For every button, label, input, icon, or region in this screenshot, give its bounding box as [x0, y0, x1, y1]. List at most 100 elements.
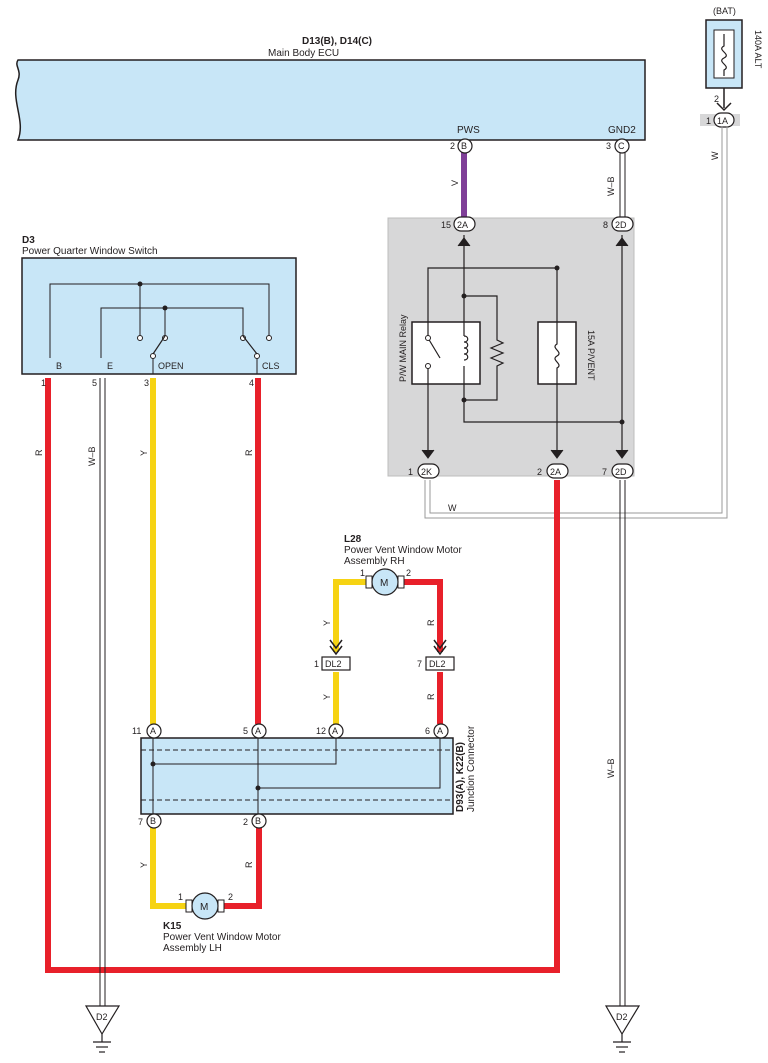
- svg-text:2: 2: [714, 94, 719, 104]
- ground-left: D2: [84, 1005, 121, 1053]
- switch-name: Power Quarter Window Switch: [22, 246, 158, 257]
- svg-text:6: 6: [425, 726, 430, 736]
- svg-text:2: 2: [450, 141, 455, 151]
- svg-text:7: 7: [602, 467, 607, 477]
- power-quarter-window-switch: D3 Power Quarter Window Switch B E OPEN …: [21, 235, 297, 388]
- ground-right: D2: [604, 1005, 641, 1053]
- svg-text:11: 11: [132, 726, 141, 736]
- ecu-connectors: 2 B 3 C: [450, 138, 630, 154]
- svg-text:12: 12: [316, 726, 326, 736]
- svg-text:OPEN: OPEN: [158, 361, 184, 371]
- svg-text:Y: Y: [322, 620, 332, 626]
- svg-text:L28: L28: [344, 534, 362, 545]
- svg-text:DL2: DL2: [325, 659, 342, 669]
- junction-code: D93(A), K22(B): [455, 742, 466, 812]
- ecu-terminal-pws: PWS: [457, 125, 480, 136]
- svg-text:W: W: [448, 503, 457, 513]
- svg-text:3: 3: [606, 141, 611, 151]
- connector-1a: 1A: [717, 116, 728, 126]
- svg-text:Power Vent Window Motor: Power Vent Window Motor: [344, 545, 462, 556]
- resistor-icon: [489, 334, 505, 370]
- svg-text:1: 1: [314, 659, 319, 669]
- switch-code: D3: [22, 235, 35, 246]
- svg-text:W–B: W–B: [606, 176, 616, 196]
- motor-rh: L28 Power Vent Window Motor Assembly RH …: [314, 534, 462, 671]
- svg-text:CLS: CLS: [262, 361, 280, 371]
- fuse-name: 15A P/VENT: [586, 330, 596, 381]
- relay-box: P/W MAIN Relay 15A P/VENT: [387, 217, 635, 477]
- svg-text:B: B: [56, 361, 62, 371]
- svg-text:A: A: [150, 726, 156, 736]
- wire-red-b: [45, 378, 560, 973]
- svg-text:B: B: [255, 816, 261, 826]
- svg-text:2K: 2K: [421, 467, 432, 477]
- svg-text:V: V: [450, 180, 460, 186]
- junction-name: Junction Connector: [466, 725, 477, 812]
- svg-text:Assembly RH: Assembly RH: [344, 556, 405, 567]
- svg-text:R: R: [426, 693, 436, 700]
- svg-text:E: E: [107, 361, 113, 371]
- svg-text:Y: Y: [139, 450, 149, 456]
- svg-text:2A: 2A: [457, 220, 468, 230]
- motor-icon: [191, 892, 219, 920]
- ecu-name: Main Body ECU: [268, 48, 339, 59]
- svg-text:2: 2: [228, 892, 233, 902]
- svg-text:7: 7: [138, 817, 143, 827]
- svg-text:1: 1: [360, 568, 365, 578]
- svg-text:7: 7: [417, 659, 422, 669]
- svg-text:1: 1: [706, 116, 711, 126]
- svg-text:1: 1: [408, 467, 413, 477]
- svg-text:5: 5: [243, 726, 248, 736]
- connector-arrow-icon: [716, 102, 732, 112]
- svg-text:B: B: [461, 141, 467, 151]
- svg-text:2: 2: [406, 568, 411, 578]
- svg-text:Y: Y: [139, 862, 149, 868]
- motor-lh: M 1 2 K15 Power Vent Window Motor Assemb…: [163, 892, 281, 954]
- svg-text:2: 2: [537, 467, 542, 477]
- relay-connectors: 15 2A 8 2D 1 2K 2 2A 7 2D: [408, 216, 634, 479]
- svg-text:R: R: [244, 449, 254, 456]
- connector-arrow-icon: [433, 639, 447, 656]
- svg-text:Assembly LH: Assembly LH: [163, 943, 222, 954]
- ground-icon: [84, 1005, 121, 1036]
- ecu-code: D13(B), D14(C): [302, 36, 372, 47]
- bat-fuse-name: 140A ALT: [753, 30, 763, 69]
- svg-text:A: A: [255, 726, 261, 736]
- svg-text:DL2: DL2: [429, 659, 446, 669]
- switch-contact-icon: [152, 335, 258, 355]
- svg-text:K15: K15: [163, 921, 182, 932]
- svg-text:D2: D2: [96, 1012, 108, 1022]
- svg-text:3: 3: [144, 378, 149, 388]
- svg-text:1: 1: [41, 378, 46, 388]
- svg-text:Y: Y: [322, 694, 332, 700]
- svg-text:1: 1: [178, 892, 183, 902]
- svg-text:B: B: [150, 816, 156, 826]
- svg-text:15: 15: [441, 220, 451, 230]
- svg-text:2: 2: [243, 817, 248, 827]
- svg-text:M: M: [200, 902, 208, 913]
- svg-text:R: R: [244, 861, 254, 868]
- svg-text:A: A: [437, 726, 443, 736]
- svg-text:R: R: [34, 449, 44, 456]
- svg-text:2A: 2A: [550, 467, 561, 477]
- svg-text:5: 5: [92, 378, 97, 388]
- fuse-icon: [554, 336, 560, 372]
- svg-text:W–B: W–B: [606, 758, 616, 778]
- junction-connector: D93(A), K22(B) Junction Connector 11 A 5…: [132, 723, 477, 829]
- svg-text:R: R: [426, 619, 436, 626]
- svg-text:4: 4: [249, 378, 254, 388]
- svg-text:W: W: [710, 151, 720, 160]
- svg-text:2D: 2D: [615, 467, 627, 477]
- svg-text:8: 8: [603, 220, 608, 230]
- fuse-icon: [721, 34, 727, 76]
- ground-icon: [604, 1005, 641, 1036]
- wire-labels: V W–B W W R W–B Y R Y R Y R Y R W–B: [34, 151, 720, 868]
- svg-text:W–B: W–B: [87, 446, 97, 466]
- svg-text:A: A: [332, 726, 338, 736]
- svg-text:2D: 2D: [615, 220, 627, 230]
- relay-name: P/W MAIN Relay: [398, 314, 408, 382]
- connector-arrow-icon: [329, 639, 343, 656]
- battery-fuse: (BAT) 140A ALT 2 1 1A: [700, 6, 763, 128]
- wires: [45, 126, 728, 1006]
